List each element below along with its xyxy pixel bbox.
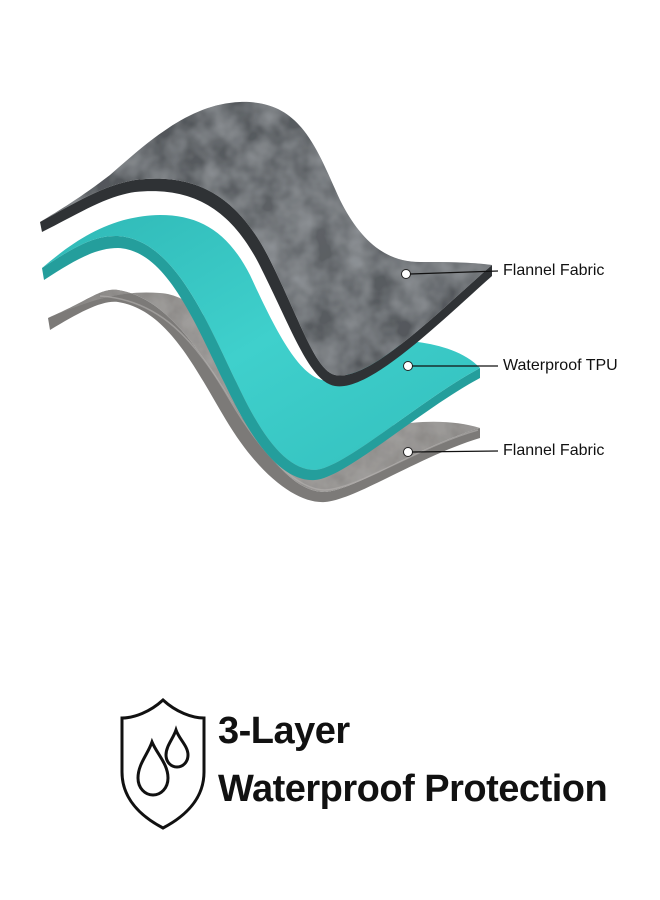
tpu-layer bbox=[42, 215, 480, 481]
top-flannel-layer bbox=[40, 101, 492, 387]
callout-bot bbox=[403, 447, 499, 457]
protection-badge: 3-Layer Waterproof Protection bbox=[118, 694, 608, 834]
badge-title-line2: Waterproof Protection bbox=[218, 768, 608, 810]
layers-illustration bbox=[40, 101, 499, 503]
badge-title-line1: 3-Layer bbox=[218, 710, 350, 752]
shield-water-drops-icon bbox=[118, 694, 208, 834]
callout-top bbox=[401, 269, 499, 279]
layer-label-middle: Waterproof TPU bbox=[503, 357, 618, 374]
layer-label-bottom: Flannel Fabric bbox=[503, 442, 605, 459]
callout-mid bbox=[403, 361, 498, 371]
layer-label-top: Flannel Fabric bbox=[503, 262, 605, 279]
